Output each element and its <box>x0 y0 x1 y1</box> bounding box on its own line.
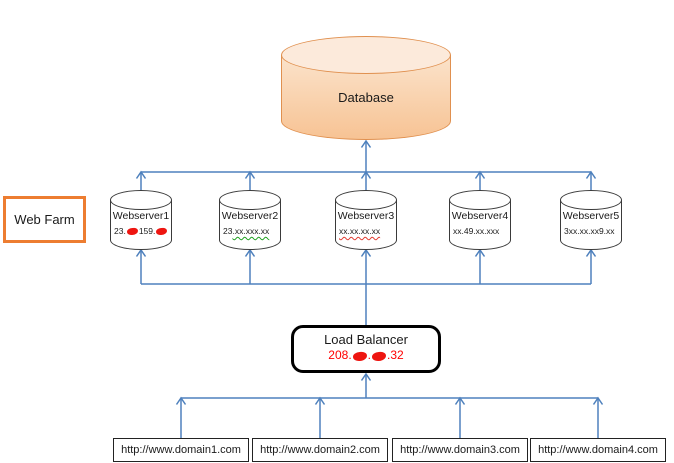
web-farm-label-box: Web Farm <box>3 196 86 243</box>
ip-text-segment: 23. <box>114 226 126 236</box>
arrowhead-into-load-balancer <box>360 372 372 381</box>
webserver-ip: 3xx.xx.xx9.xx <box>564 226 621 236</box>
webserver-name: Webserver1 <box>112 210 170 222</box>
redaction-blob <box>352 351 367 362</box>
webserver-cylinder-top <box>110 190 172 210</box>
webserver-cylinder-top <box>335 190 397 210</box>
webserver-cylinder-body <box>560 200 622 250</box>
domain-box-4: http://www.domain4.com <box>530 438 666 462</box>
domain-box-2: http://www.domain2.com <box>252 438 388 462</box>
arrowhead-up <box>360 170 372 179</box>
ip-text-segment: xx.xx.xx.xx <box>339 226 381 236</box>
redaction-blob <box>156 227 168 236</box>
arrowhead-domain <box>314 396 326 405</box>
arrowhead-domain <box>454 396 466 405</box>
ip-text-segment: 159. <box>138 226 156 236</box>
ip-text-segment: 208. <box>328 348 352 362</box>
arrowhead-up <box>585 170 597 179</box>
webserver-node-4: Webserver4 xx.49.xx.xxx <box>449 190 511 250</box>
ip-text-segment: 3xx.xx.xx9.xx <box>564 226 615 236</box>
webserver-node-2: Webserver2 23.xx.xxx.xx <box>219 190 281 250</box>
webserver-cylinder-top <box>560 190 622 210</box>
domain-box-3: http://www.domain3.com <box>392 438 528 462</box>
webserver-cylinder-top <box>219 190 281 210</box>
ip-text-segment: 23 <box>223 226 233 236</box>
database-cylinder-top <box>281 36 451 74</box>
database-node: Database <box>281 36 451 140</box>
webserver-name: Webserver3 <box>337 210 395 222</box>
domain-url: http://www.domain3.com <box>400 444 520 456</box>
ip-text-segment: .xx.xxx.xx <box>232 226 270 236</box>
webserver-cylinder-top <box>449 190 511 210</box>
arrowhead-domain <box>592 396 604 405</box>
domain-url: http://www.domain4.com <box>538 444 658 456</box>
ip-text-segment: xx.49.xx.xxx <box>453 226 500 236</box>
arrowhead-up <box>474 170 486 179</box>
load-balancer-node: Load Balancer 208.. .32 <box>291 325 441 373</box>
redaction-blob <box>126 227 139 236</box>
webserver-ip: xx.xx.xx.xx <box>339 226 396 236</box>
arrowhead-up <box>244 170 256 179</box>
database-label: Database <box>338 90 394 105</box>
domain-url: http://www.domain2.com <box>260 444 380 456</box>
arrowhead-up <box>135 170 147 179</box>
webserver-node-3: Webserver3 xx.xx.xx.xx <box>335 190 397 250</box>
arrowhead-into-webserver <box>585 248 597 257</box>
arrowhead-into-webserver <box>135 248 147 257</box>
domain-box-1: http://www.domain1.com <box>113 438 249 462</box>
arrowhead-into-webserver <box>244 248 256 257</box>
webserver-ip: 23.xx.xxx.xx <box>223 226 280 236</box>
webserver-name: Webserver5 <box>562 210 620 222</box>
domain-url: http://www.domain1.com <box>121 444 241 456</box>
load-balancer-label: Load Balancer <box>324 332 408 347</box>
webserver-name: Webserver4 <box>451 210 509 222</box>
redaction-blob <box>371 351 387 362</box>
web-farm-label: Web Farm <box>14 212 75 227</box>
webserver-node-1: Webserver1 23. 159. <box>110 190 172 250</box>
arrowhead-into-webserver <box>360 248 372 257</box>
webserver-ip: xx.49.xx.xxx <box>453 226 510 236</box>
webserver-cylinder-body <box>335 200 397 250</box>
webserver-name: Webserver2 <box>221 210 279 222</box>
load-balancer-ip: 208.. .32 <box>294 348 438 362</box>
webserver-ip: 23. 159. <box>114 226 171 236</box>
arrowhead-into-webserver <box>474 248 486 257</box>
arrowhead-domain <box>175 396 187 405</box>
arrowhead-into-database <box>360 139 372 148</box>
ip-text-segment: . <box>367 348 371 362</box>
webserver-node-5: Webserver5 3xx.xx.xx9.xx <box>560 190 622 250</box>
ip-text-segment: .32 <box>387 348 404 362</box>
